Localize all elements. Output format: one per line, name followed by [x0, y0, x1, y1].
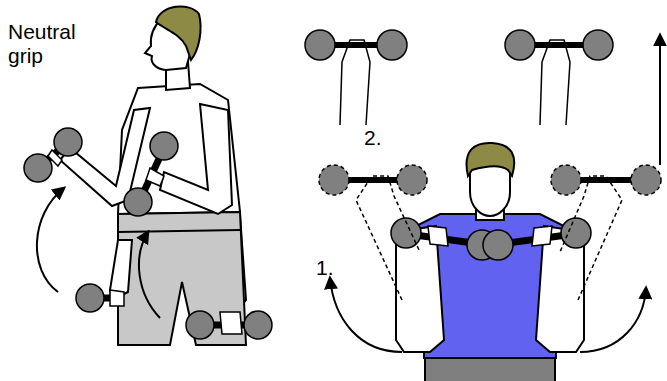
hand	[110, 290, 124, 306]
dumbbell-weight	[244, 311, 272, 339]
dumbbell-weight	[377, 30, 407, 60]
shorts	[118, 212, 246, 345]
hand	[146, 168, 164, 186]
dumbbell-weight	[583, 30, 613, 60]
step-number: 2.	[364, 126, 404, 150]
dumbbell-weight	[305, 30, 335, 60]
side-figure	[60, 6, 246, 345]
dumbbell-weight	[319, 165, 349, 195]
dumbbell-weight	[76, 284, 104, 312]
belt-line	[118, 230, 240, 232]
dumbbell-weight	[397, 165, 427, 195]
dumbbell-weight	[631, 165, 661, 195]
hair	[156, 6, 201, 60]
motion-arrows	[330, 35, 660, 352]
dumbbell-weight	[483, 230, 513, 260]
dumbbell-weight	[150, 132, 178, 160]
motion-arrow	[139, 232, 160, 318]
dumbbell-weight	[561, 218, 591, 248]
hair	[467, 143, 515, 176]
raised-arm	[540, 40, 570, 125]
hand	[532, 226, 552, 246]
mid-position	[319, 165, 661, 300]
motion-arrows	[37, 188, 160, 318]
grip-label: Neutral grip	[8, 20, 88, 68]
motion-arrow	[580, 288, 646, 352]
hand	[220, 312, 242, 334]
dumbbell-group	[391, 218, 591, 260]
motion-arrow	[659, 35, 661, 165]
top-position	[305, 30, 613, 125]
front-figure	[396, 143, 584, 381]
hand	[48, 150, 62, 166]
raised-arm	[340, 40, 370, 125]
hand	[428, 226, 448, 246]
step-number: 1.	[316, 256, 356, 280]
dumbbell-weight	[186, 311, 214, 339]
motion-arrow	[37, 188, 64, 292]
dumbbell-weight	[551, 165, 581, 195]
dumbbell-weight	[505, 30, 535, 60]
dumbbell-weight	[124, 188, 152, 216]
motion-arrow	[330, 278, 402, 352]
dumbbell-group	[24, 128, 272, 339]
trousers	[425, 356, 555, 381]
dumbbell-weight	[54, 128, 82, 156]
dumbbell-weight	[24, 154, 52, 182]
